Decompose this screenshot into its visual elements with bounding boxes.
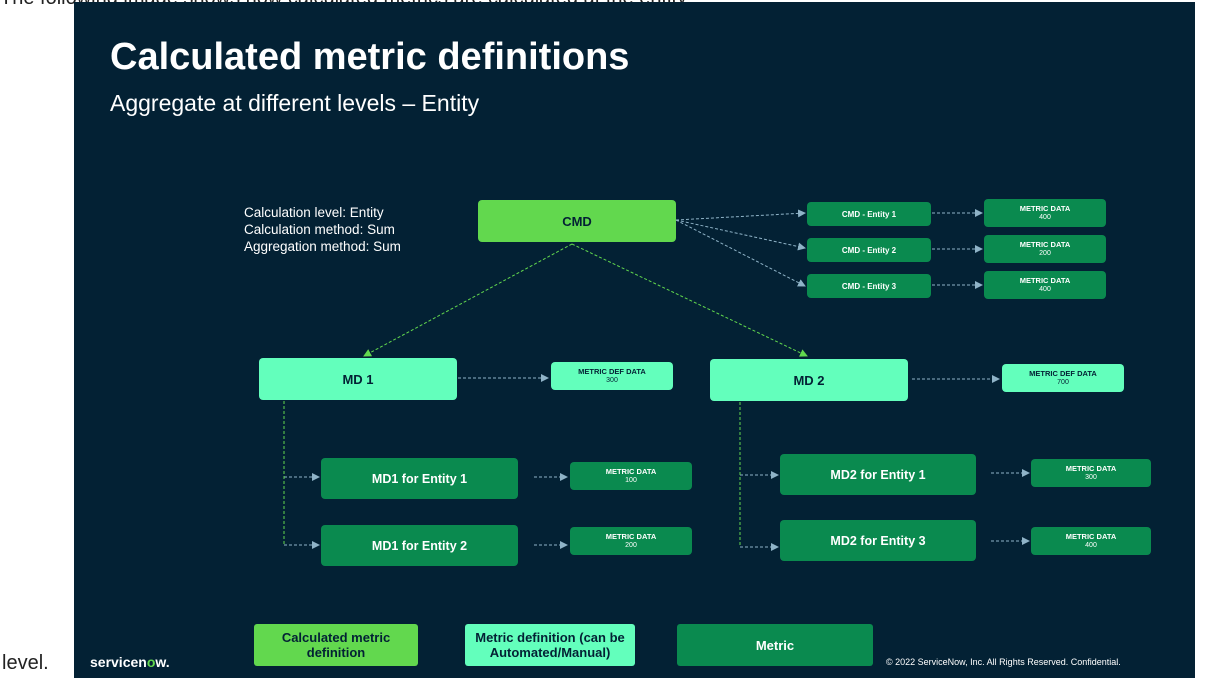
md2-entity-1-box: MD2 for Entity 1 <box>780 454 976 495</box>
legend-metric-def-label: Metric definition (can be Automated/Manu… <box>475 630 625 660</box>
arrow-cmd-entity1 <box>675 209 806 221</box>
cmd-entity-2-metric-data: METRIC DATA 200 <box>984 235 1106 263</box>
metric-data-value: 200 <box>1039 250 1051 257</box>
metric-data-label: METRIC DATA <box>605 467 657 476</box>
md1-entity-1-label: MD1 for Entity 1 <box>371 471 468 486</box>
metric-def-data-label: METRIC DEF DATA <box>578 367 646 376</box>
md1-entity-1-metric-data: METRIC DATA 100 <box>570 462 692 490</box>
md1-label: MD 1 <box>342 371 374 387</box>
legend-calculated-label: Calculated metric definition <box>281 630 391 660</box>
cmd-entity-3-box: CMD - Entity 3 <box>807 274 931 298</box>
document-left-text: level. <box>2 652 49 674</box>
cmd-entity-3-label: CMD - Entity 3 <box>841 281 897 291</box>
metric-data-value: 300 <box>1085 474 1097 481</box>
arrow-cmd-md2 <box>571 243 808 357</box>
md1-box: MD 1 <box>259 358 457 400</box>
cmd-entity-1-box: CMD - Entity 1 <box>807 202 931 226</box>
metric-data-label: METRIC DATA <box>1019 276 1071 285</box>
arrow-cmd-entity3 <box>675 219 806 287</box>
metric-data-value: 400 <box>1085 542 1097 549</box>
legend-metric: Metric <box>677 624 873 666</box>
slide-title: Calculated metric definitions <box>110 36 630 78</box>
metric-data-label: METRIC DATA <box>1019 240 1071 249</box>
metric-data-value: 400 <box>1039 286 1051 293</box>
md2-entity-3-metric-data: METRIC DATA 400 <box>1031 527 1151 555</box>
md2-metric-def-data: METRIC DEF DATA 700 <box>1002 364 1124 392</box>
metric-def-data-value: 300 <box>606 377 618 384</box>
connector-arrows <box>283 209 1030 551</box>
arrow-cmd-md1 <box>363 243 573 357</box>
aggregation-method: Aggregation method: Sum <box>244 239 401 254</box>
cmd-label: CMD <box>562 213 592 229</box>
metric-data-label: METRIC DATA <box>1065 464 1117 473</box>
md1-entity-2-label: MD1 for Entity 2 <box>371 538 468 553</box>
legend-metric-label: Metric <box>755 637 795 653</box>
slide-subtitle: Aggregate at different levels – Entity <box>110 90 480 116</box>
metric-data-label: METRIC DATA <box>1019 204 1071 213</box>
calculation-method: Calculation method: Sum <box>244 222 395 237</box>
legend-metric-definition: Metric definition (can be Automated/Manu… <box>465 624 635 666</box>
md1-metric-def-data: METRIC DEF DATA 300 <box>551 362 673 390</box>
md2-entity-3-box: MD2 for Entity 3 <box>780 520 976 561</box>
metric-data-value: 400 <box>1039 214 1051 221</box>
md2-label: MD 2 <box>793 372 825 388</box>
cmd-box: CMD <box>478 200 676 242</box>
metric-data-value: 100 <box>625 477 637 484</box>
md2-entity-1-label: MD2 for Entity 1 <box>830 467 926 482</box>
cmd-entity-2-box: CMD - Entity 2 <box>807 238 931 262</box>
metric-data-label: METRIC DATA <box>1065 532 1117 541</box>
md1-entity-1-box: MD1 for Entity 1 <box>321 458 518 499</box>
legend-calculated-metric: Calculated metric definition <box>254 624 418 666</box>
arrow-cmd-entity2 <box>675 219 806 251</box>
calculation-level: Calculation level: Entity <box>244 205 384 220</box>
metric-def-data-label: METRIC DEF DATA <box>1029 369 1097 378</box>
cmd-entity-3-metric-data: METRIC DATA 400 <box>984 271 1106 299</box>
md2-entity-1-metric-data: METRIC DATA 300 <box>1031 459 1151 487</box>
servicenow-logo: servicenow. <box>90 654 170 670</box>
metric-data-value: 200 <box>625 542 637 549</box>
metric-def-data-value: 700 <box>1057 379 1069 386</box>
cmd-entity-2-label: CMD - Entity 2 <box>841 245 897 255</box>
slide: Calculated metric definitions Aggregate … <box>74 2 1195 678</box>
calculation-info: Calculation level: Entity Calculation me… <box>244 204 401 255</box>
md1-entity-2-box: MD1 for Entity 2 <box>321 525 518 566</box>
copyright-text: © 2022 ServiceNow, Inc. All Rights Reser… <box>886 657 1121 667</box>
cmd-entity-1-metric-data: METRIC DATA 400 <box>984 199 1106 227</box>
md1-entity-2-metric-data: METRIC DATA 200 <box>570 527 692 555</box>
metric-data-label: METRIC DATA <box>605 532 657 541</box>
cmd-entity-1-label: CMD - Entity 1 <box>841 209 897 219</box>
md2-box: MD 2 <box>710 359 908 401</box>
md2-entity-3-label: MD2 for Entity 3 <box>830 533 926 548</box>
